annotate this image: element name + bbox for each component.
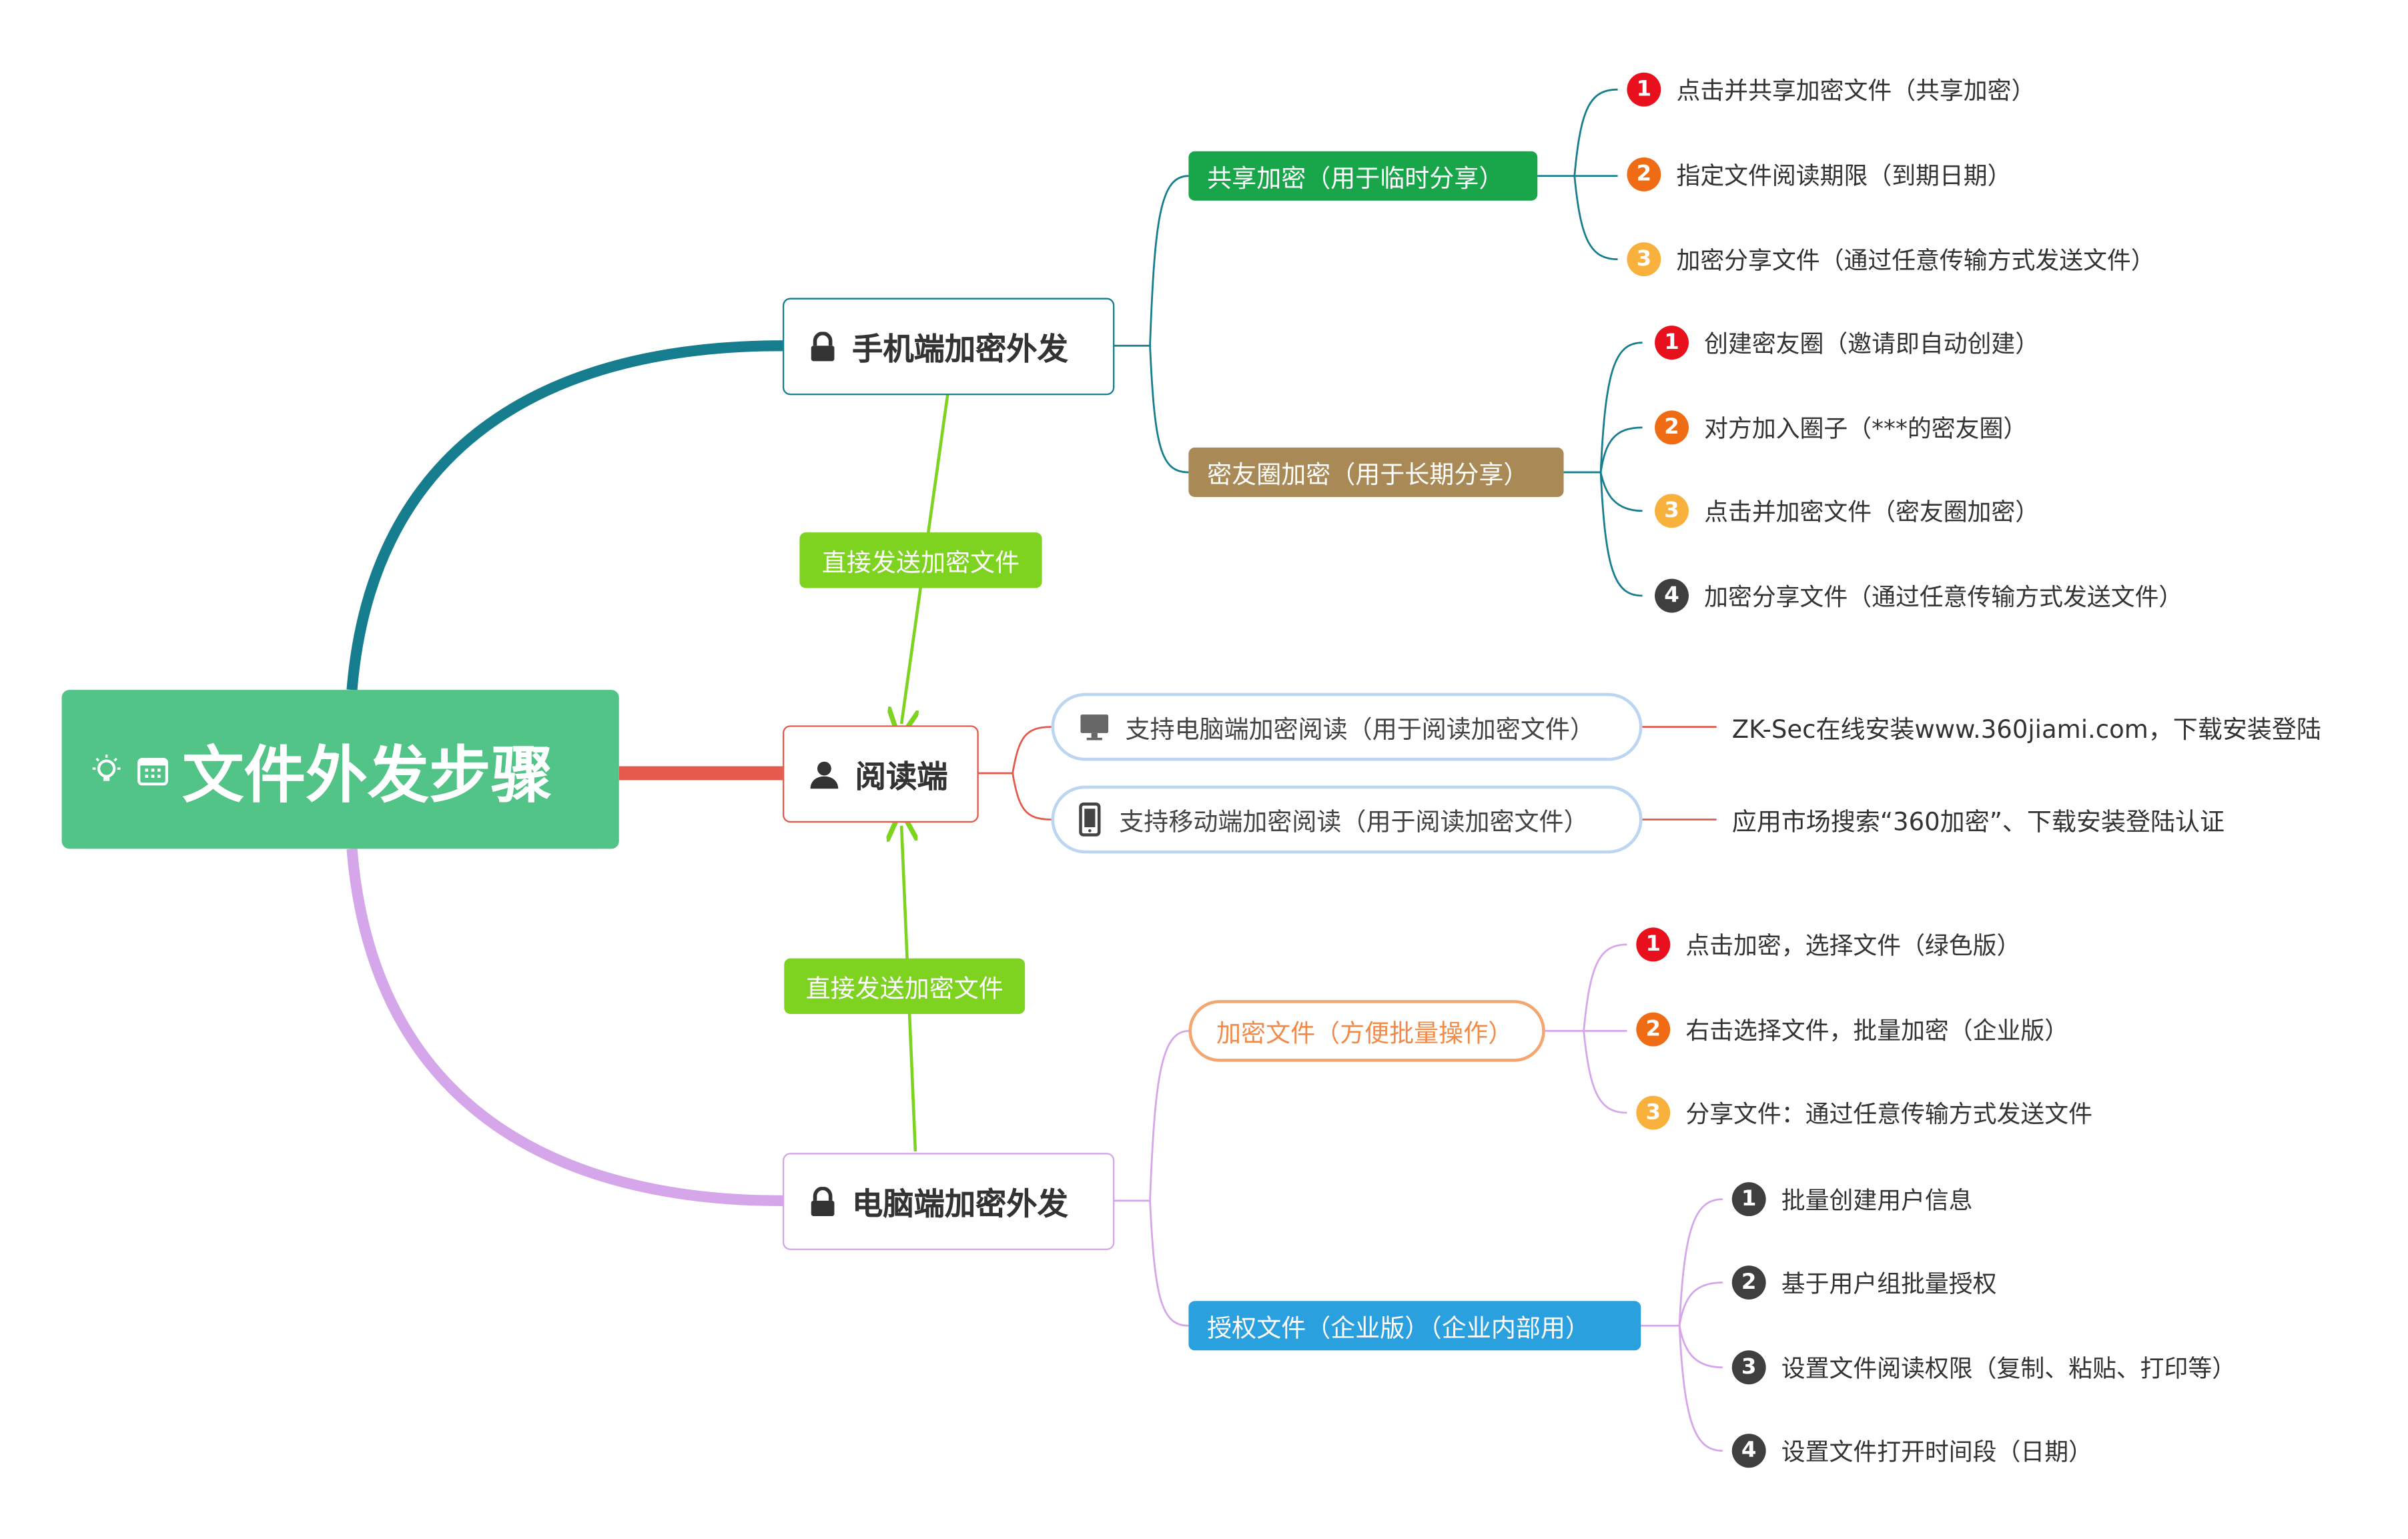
topic-pc-encrypt-send[interactable]: 电脑端加密外发 — [782, 1153, 1115, 1250]
phone-icon — [1079, 803, 1101, 837]
step-text: 对方加入圈子（***的密友圈） — [1704, 415, 2028, 443]
number-badge: 3 — [1655, 494, 1689, 528]
number-badge: 1 — [1627, 72, 1661, 107]
subtopic-authorize-label: 授权文件（企业版）（企业内部用） — [1207, 1313, 1590, 1343]
step-text: 加密分享文件（通过任意传输方式发送文件） — [1704, 583, 2183, 612]
subtopic-encrypt-file[interactable]: 加密文件（方便批量操作） — [1188, 1000, 1545, 1062]
step-share-3[interactable]: 3 加密分享文件（通过任意传输方式发送文件） — [1627, 237, 2155, 281]
user-icon — [809, 758, 839, 789]
branch-line-mobile — [346, 340, 783, 690]
relation-label-top-text: 直接发送加密文件 — [821, 548, 1020, 578]
subtopic-pc-reading-label: 支持电脑端加密阅读（用于阅读加密文件） — [1125, 714, 1595, 744]
number-badge: 3 — [1731, 1350, 1766, 1385]
step-text: 点击加密，选择文件（绿色版） — [1685, 932, 2021, 960]
step-authorize-1[interactable]: 1 批量创建用户信息 — [1731, 1177, 1973, 1221]
root-title: 文件外发步骤 — [181, 740, 553, 811]
step-authorize-2[interactable]: 2 基于用户组批量授权 — [1731, 1261, 1997, 1304]
note-pc-install-text: ZK-Sec在线安装www.360jiami.com，下载安装登陆 — [1731, 714, 2321, 744]
step-text: 创建密友圈（邀请即自动创建） — [1704, 330, 2040, 358]
topic-reader-title: 阅读端 — [855, 757, 948, 795]
number-badge: 1 — [1731, 1182, 1766, 1217]
step-text: 设置文件打开时间段（日期） — [1781, 1438, 2092, 1466]
step-text: 设置文件阅读权限（复制、粘贴、打印等） — [1781, 1355, 2237, 1383]
step-authorize-3[interactable]: 3 设置文件阅读权限（复制、粘贴、打印等） — [1731, 1346, 2237, 1389]
step-circle-2[interactable]: 2 对方加入圈子（***的密友圈） — [1655, 406, 2027, 449]
number-badge: 4 — [1655, 578, 1689, 613]
subtopic-encrypt-file-label: 加密文件（方便批量操作） — [1216, 1018, 1513, 1048]
step-text: 指定文件阅读期限（到期日期） — [1676, 161, 2012, 190]
number-badge: 2 — [1731, 1265, 1766, 1300]
number-badge: 3 — [1636, 1095, 1671, 1130]
number-badge: 1 — [1655, 326, 1689, 360]
number-badge: 1 — [1636, 927, 1671, 962]
topic-reader[interactable]: 阅读端 — [782, 725, 979, 823]
number-badge: 2 — [1627, 157, 1661, 191]
topic-mobile-title: 手机端加密外发 — [852, 330, 1068, 368]
relation-label-top[interactable]: 直接发送加密文件 — [799, 532, 1042, 588]
step-text: 点击并加密文件（密友圈加密） — [1704, 498, 2040, 526]
note-mobile-install: 应用市场搜索“360加密”、下载安装登陆认证 — [1732, 801, 2225, 839]
lock-icon — [809, 331, 837, 362]
relation-label-bottom-text: 直接发送加密文件 — [805, 973, 1004, 1003]
subtopic-share-label: 共享加密（用于临时分享） — [1207, 163, 1504, 193]
step-authorize-4[interactable]: 4 设置文件打开时间段（日期） — [1731, 1429, 2092, 1472]
note-mobile-install-text: 应用市场搜索“360加密”、下载安装登陆认证 — [1731, 807, 2225, 837]
subtopic-pc-reading[interactable]: 支持电脑端加密阅读（用于阅读加密文件） — [1051, 692, 1643, 761]
step-circle-3[interactable]: 3 点击并加密文件（密友圈加密） — [1655, 489, 2039, 532]
step-circle-4[interactable]: 4 加密分享文件（通过任意传输方式发送文件） — [1655, 574, 2182, 618]
number-badge: 3 — [1627, 242, 1661, 277]
topic-mobile-encrypt-send[interactable]: 手机端加密外发 — [782, 298, 1115, 396]
step-circle-1[interactable]: 1 创建密友圈（邀请即自动创建） — [1655, 321, 2039, 364]
step-encrypt-2[interactable]: 2 右击选择文件，批量加密（企业版） — [1636, 1008, 2068, 1051]
lock-icon — [809, 1185, 837, 1217]
step-encrypt-3[interactable]: 3 分享文件：通过任意传输方式发送文件 — [1636, 1091, 2092, 1135]
step-text: 右击选择文件，批量加密（企业版） — [1685, 1017, 2069, 1045]
topic-pc-title: 电脑端加密外发 — [852, 1185, 1068, 1223]
subtopic-mobile-reading[interactable]: 支持移动端加密阅读（用于阅读加密文件） — [1051, 785, 1643, 854]
step-text: 分享文件：通过任意传输方式发送文件 — [1685, 1100, 2092, 1129]
step-text: 点击并共享加密文件（共享加密） — [1676, 77, 2036, 105]
step-text: 批量创建用户信息 — [1781, 1187, 1973, 1215]
lightbulb-icon — [89, 752, 123, 787]
monitor-icon — [1079, 713, 1110, 741]
step-text: 基于用户组批量授权 — [1781, 1270, 1997, 1298]
number-badge: 2 — [1636, 1012, 1671, 1047]
number-badge: 4 — [1731, 1434, 1766, 1468]
root-topic[interactable]: 文件外发步骤 — [61, 690, 619, 849]
subtopic-circle-label: 密友圈加密（用于长期分享） — [1207, 460, 1529, 490]
relation-label-bottom[interactable]: 直接发送加密文件 — [784, 958, 1026, 1014]
step-share-2[interactable]: 2 指定文件阅读期限（到期日期） — [1627, 153, 2012, 196]
number-badge: 2 — [1655, 410, 1689, 445]
calendar-icon — [136, 752, 170, 787]
step-encrypt-1[interactable]: 1 点击加密，选择文件（绿色版） — [1636, 923, 2020, 966]
branch-line-pc — [346, 848, 783, 1207]
subtopic-mobile-reading-label: 支持移动端加密阅读（用于阅读加密文件） — [1119, 807, 1589, 837]
subtopic-circle-encrypt[interactable]: 密友圈加密（用于长期分享） — [1188, 447, 1564, 497]
subtopic-authorize-file[interactable]: 授权文件（企业版）（企业内部用） — [1188, 1301, 1641, 1351]
step-share-1[interactable]: 1 点击并共享加密文件（共享加密） — [1627, 68, 2035, 111]
note-pc-install: ZK-Sec在线安装www.360jiami.com，下载安装登陆 — [1732, 708, 2321, 746]
subtopic-share-encrypt[interactable]: 共享加密（用于临时分享） — [1188, 151, 1538, 201]
step-text: 加密分享文件（通过任意传输方式发送文件） — [1676, 247, 2155, 275]
